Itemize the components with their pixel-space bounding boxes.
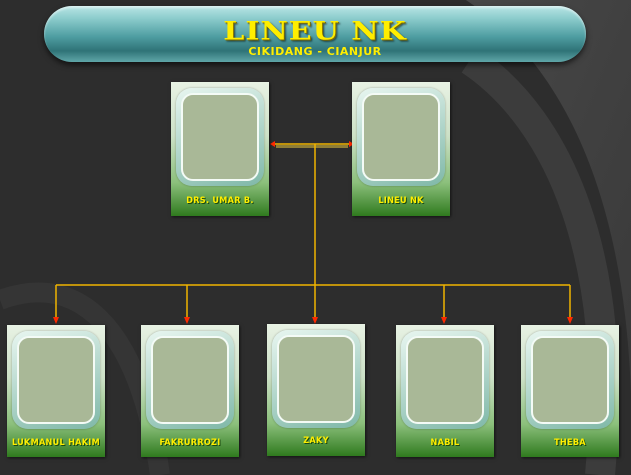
page-subtitle: CIKIDANG - CIANJUR — [248, 45, 382, 58]
photo-placeholder — [531, 336, 609, 424]
person-name: THEBA — [554, 438, 586, 448]
person-name: ZAKY — [303, 436, 329, 446]
arrow-head-left-parent — [270, 141, 275, 147]
person-name: NABIL — [430, 438, 460, 448]
child-card-3: ZAKY — [267, 324, 365, 456]
marriage-line-shadow — [276, 145, 348, 148]
person-name: LUKMANUL HAKIM — [12, 438, 100, 448]
photo-placeholder — [151, 336, 229, 424]
background-swirl — [465, 0, 631, 475]
person-name: LINEU NK — [378, 196, 424, 206]
arrow-head-child-3 — [312, 317, 318, 324]
photo-frame — [526, 331, 614, 429]
arrow-head-child-5 — [567, 317, 573, 324]
arrow-head-right-parent — [349, 141, 354, 147]
photo-frame — [357, 88, 445, 186]
photo-frame — [146, 331, 234, 429]
child-card-2: FAKRURROZI — [141, 325, 239, 457]
photo-frame — [272, 330, 360, 428]
parent-card-mother: LINEU NK — [352, 82, 450, 216]
photo-frame — [176, 88, 264, 186]
page-title: LINEU NK — [223, 16, 407, 47]
child-card-4: NABIL — [396, 325, 494, 457]
arrow-head-child-4 — [441, 317, 447, 324]
arrow-head-child-1 — [53, 317, 59, 324]
photo-frame — [12, 331, 100, 429]
photo-placeholder — [277, 335, 355, 423]
photo-placeholder — [17, 336, 95, 424]
header-banner: LINEU NK CIKIDANG - CIANJUR — [44, 6, 586, 62]
child-card-5: THEBA — [521, 325, 619, 457]
person-name: DRS. UMAR B. — [186, 196, 254, 206]
person-name: FAKRURROZI — [159, 438, 221, 448]
child-card-1: LUKMANUL HAKIM — [7, 325, 105, 457]
photo-placeholder — [181, 93, 259, 181]
parent-card-father: DRS. UMAR B. — [171, 82, 269, 216]
photo-placeholder — [406, 336, 484, 424]
arrow-head-child-2 — [184, 317, 190, 324]
photo-frame — [401, 331, 489, 429]
photo-placeholder — [362, 93, 440, 181]
